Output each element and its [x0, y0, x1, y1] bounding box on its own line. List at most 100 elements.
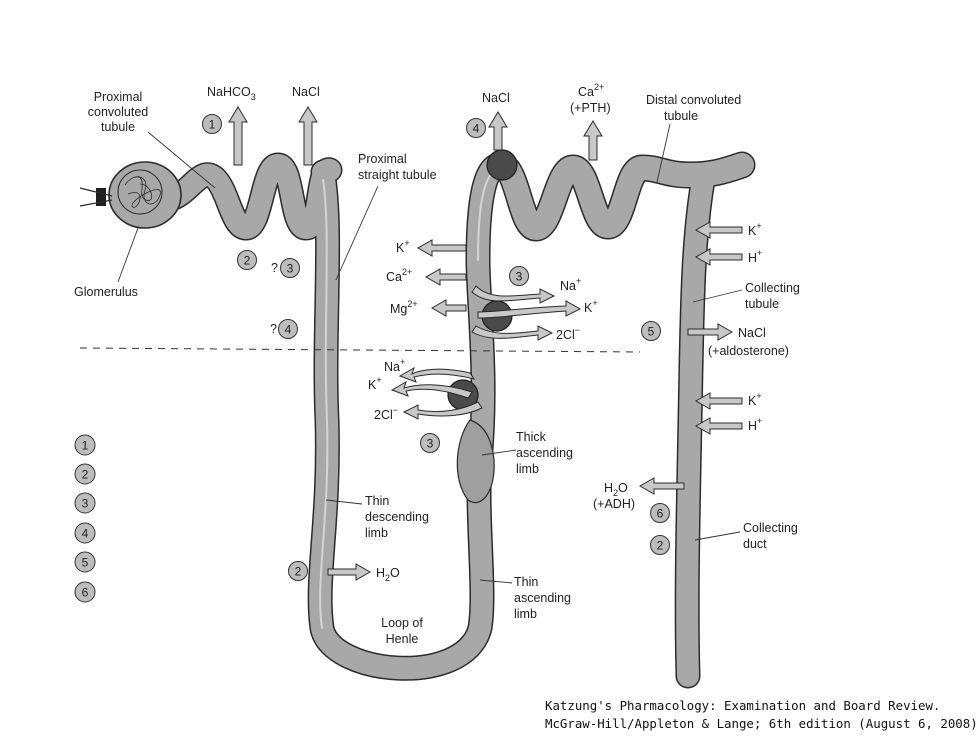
dct-transporter — [486, 149, 518, 181]
arrow-nacl-ct — [687, 323, 734, 341]
svg-text:3: 3 — [516, 270, 523, 284]
label-collecting-duct-1: Collecting — [743, 521, 798, 535]
label-proximal-straight-2: straight tubule — [358, 168, 437, 182]
marker-4-pst: 4 — [278, 319, 298, 339]
label-thin-descending-1: Thin — [365, 494, 389, 508]
legend-6: 6 — [74, 581, 96, 603]
arrow-h-ct-2 — [694, 417, 743, 435]
structure-labels: Proximal convoluted tubule Glomerulus Pr… — [74, 90, 800, 646]
marker-5-ct: 5 — [641, 321, 661, 341]
arteriole-stub — [96, 188, 106, 206]
label-thick-ascending-1: Thick — [516, 430, 547, 444]
marker-2-pct: 2 — [237, 250, 257, 270]
ion-k-tal: K+ — [396, 238, 410, 255]
legend-1: 1 — [74, 434, 96, 456]
label-loop-henle-1: Loop of — [381, 616, 423, 630]
nephron-svg: Proximal convoluted tubule Glomerulus Pr… — [74, 82, 800, 689]
ion-adh: (+ADH) — [593, 497, 635, 511]
ion-pth: (+PTH) — [570, 101, 611, 115]
svg-text:2: 2 — [244, 254, 251, 268]
ion-nacl-proximal: NaCl — [292, 85, 320, 99]
label-proximal-convoluted-2: convoluted — [88, 105, 149, 119]
transport-arrows — [228, 106, 743, 581]
ion-h-collect-1: H+ — [748, 248, 762, 265]
arrow-mg-tal — [430, 299, 467, 317]
svg-text:5: 5 — [648, 325, 655, 339]
label-thin-ascending-3: limb — [514, 607, 537, 621]
svg-text:3: 3 — [287, 262, 294, 276]
svg-text:6: 6 — [657, 507, 664, 521]
arrow-k-ct-2 — [694, 392, 743, 410]
arrow-nahco3 — [228, 106, 248, 166]
ion-h-collect-2: H+ — [748, 416, 762, 433]
label-thick-ascending-3: limb — [516, 462, 539, 476]
label-collecting-duct-2: duct — [743, 537, 767, 551]
label-thick-ascending-2: ascending — [516, 446, 573, 460]
arrow-na-lower — [398, 366, 476, 383]
label-thin-ascending-1: Thin — [514, 575, 538, 589]
label-glomerulus: Glomerulus — [74, 285, 138, 299]
arrow-na-upper — [471, 285, 556, 304]
ion-cl-tal-upper: 2Cl− — [556, 325, 580, 342]
svg-text:3: 3 — [427, 437, 434, 451]
question-3: ? — [271, 261, 278, 275]
leader-lines — [117, 123, 743, 584]
svg-text:3: 3 — [82, 497, 89, 511]
label-thin-ascending-2: ascending — [514, 591, 571, 605]
label-thin-descending-3: limb — [365, 526, 388, 540]
marker-4-dct: 4 — [466, 118, 486, 138]
legend-3: 3 — [74, 492, 96, 514]
marker-3-pst: 3 — [280, 258, 300, 278]
label-loop-henle-2: Henle — [386, 632, 419, 646]
marker-1-pct: 1 — [202, 114, 222, 134]
arrow-cl-upper — [471, 325, 554, 341]
ion-nacl-collect: NaCl — [738, 326, 766, 340]
ion-labels: NaHCO3 NaCl NaCl Ca2+ (+PTH) K+ Ca2+ Mg2… — [207, 82, 789, 583]
label-collecting-tubule-1: Collecting — [745, 281, 800, 295]
ion-cl-tal-lower: 2Cl− — [374, 405, 398, 422]
svg-text:5: 5 — [82, 556, 89, 570]
svg-text:2: 2 — [657, 539, 664, 553]
marker-2-duct: 2 — [650, 535, 670, 555]
question-4: ? — [270, 322, 277, 336]
arrow-h2o-duct — [638, 477, 685, 495]
ion-nahco3: NaHCO3 — [207, 85, 256, 102]
ion-k-collect-1: K+ — [748, 221, 762, 238]
arrow-cl-lower — [402, 401, 483, 420]
arrow-ca-tal — [424, 268, 467, 286]
label-distal-convoluted-2: tubule — [664, 109, 698, 123]
svg-text:4: 4 — [285, 323, 292, 337]
ion-k-collect-2: K+ — [748, 391, 762, 408]
marker-3-tal-upper: 3 — [509, 266, 529, 286]
marker-2-loop: 2 — [288, 561, 308, 581]
ion-k-tal-upper: K+ — [584, 298, 598, 315]
nephron-diagram: Proximal convoluted tubule Glomerulus Pr… — [74, 82, 978, 733]
ion-k-tal-lower: K+ — [368, 375, 382, 392]
svg-text:2: 2 — [295, 565, 302, 579]
label-proximal-convoluted-3: tubule — [101, 120, 135, 134]
arrow-k-ct-1 — [694, 221, 743, 239]
marker-6-duct: 6 — [650, 503, 670, 523]
legend-2: 2 — [74, 463, 96, 485]
svg-text:2: 2 — [82, 468, 89, 482]
ion-na-tal-upper: Na+ — [560, 276, 581, 293]
corticomedullary-boundary — [79, 347, 641, 353]
ion-h2o-loop: H2O — [376, 566, 400, 583]
label-thin-descending-2: descending — [365, 510, 429, 524]
arrow-h-ct-1 — [694, 248, 743, 266]
legend-4: 4 — [74, 522, 96, 544]
label-distal-convoluted-1: Distal convoluted — [646, 93, 741, 107]
ion-nacl-distal: NaCl — [482, 91, 510, 105]
ion-ca: Ca2+ — [578, 82, 604, 99]
nephron-tubule — [79, 151, 756, 689]
credit-line-2: McGraw-Hill/Appleton & Lange; 6th editio… — [545, 716, 978, 731]
arrow-h2o-loop — [327, 563, 372, 581]
source-credit: Katzung's Pharmacology: Examination and … — [545, 697, 978, 733]
arrow-k-lower — [390, 380, 473, 399]
svg-text:6: 6 — [82, 586, 89, 600]
svg-text:1: 1 — [209, 118, 216, 132]
marker-3-tal-lower: 3 — [420, 433, 440, 453]
ion-ca-tal: Ca2+ — [386, 267, 412, 284]
svg-text:4: 4 — [82, 527, 89, 541]
legend-5: 5 — [74, 551, 96, 573]
